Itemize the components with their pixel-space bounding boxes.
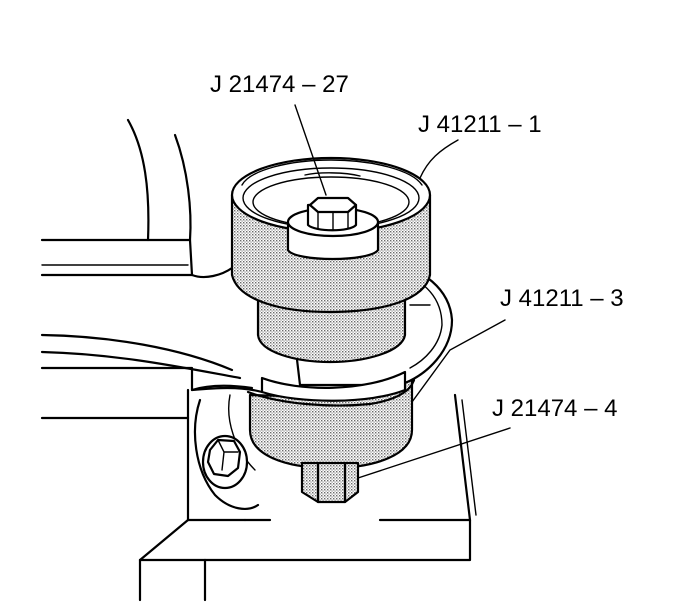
label-j41211-3: J 41211 – 3 <box>500 285 624 312</box>
label-j21474-27: J 21474 – 27 <box>210 71 349 98</box>
label-j41211-1: J 41211 – 1 <box>418 111 542 138</box>
inner-bolt <box>286 196 380 261</box>
hex-bolt <box>201 434 249 490</box>
control-arm <box>40 333 264 522</box>
leader-lines <box>294 104 511 479</box>
vehicle-frame <box>40 118 234 279</box>
lower-receiver-cup <box>246 370 416 470</box>
label-j21474-4: J 21474 – 4 <box>492 395 617 422</box>
mounting-plate <box>138 393 477 602</box>
forcing-screw <box>300 461 360 504</box>
